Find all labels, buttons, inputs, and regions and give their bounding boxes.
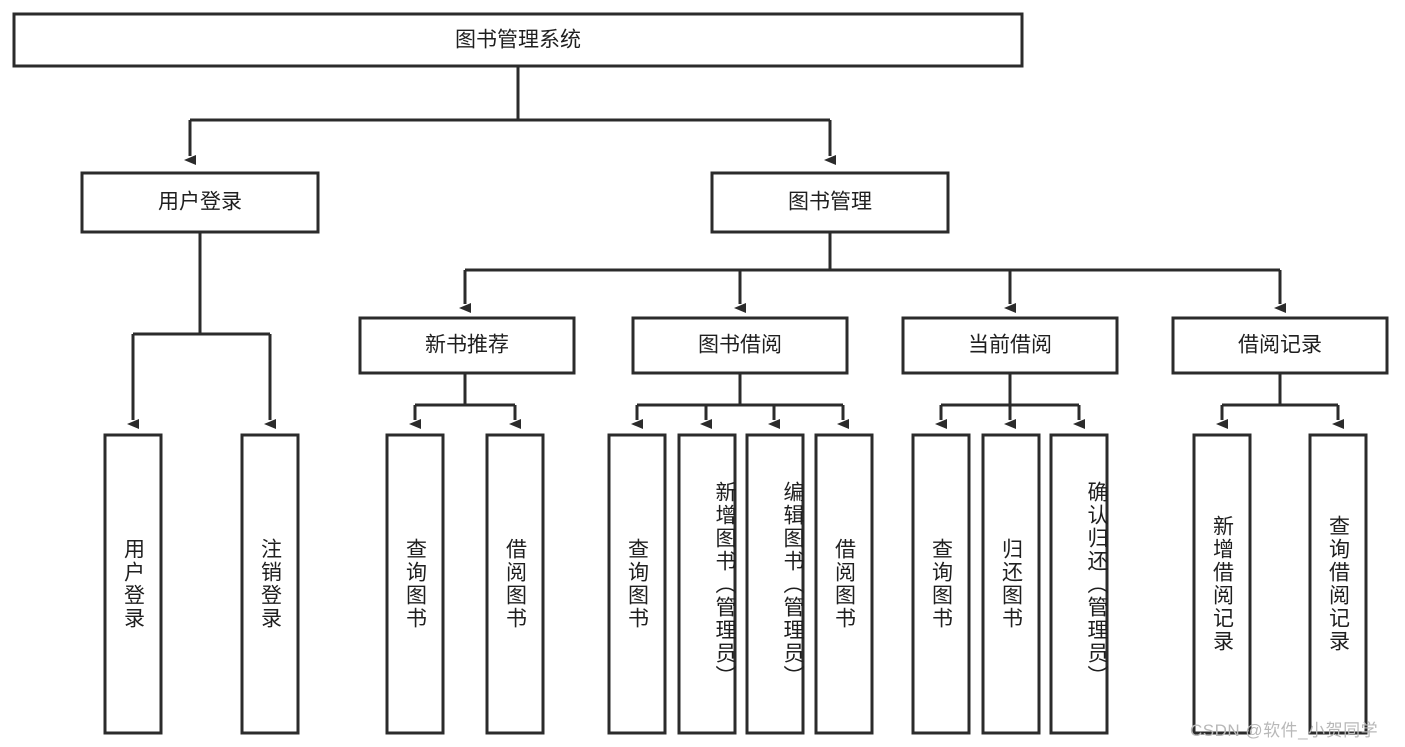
node-leaf-query-record-rect[interactable] [1308, 433, 1368, 735]
connector-group-borrow [631, 373, 849, 429]
node-root-system-label: 图书管理系统 [455, 29, 581, 52]
connector-group-root [184, 66, 836, 165]
node-leaf-query-book-c-rect[interactable] [911, 433, 971, 735]
node-book-borrow-label: 图书借阅 [698, 334, 782, 357]
node-borrow-records-rect[interactable] [1171, 316, 1389, 375]
node-new-book-recommend-label: 新书推荐 [425, 334, 509, 357]
node-current-borrow[interactable]: 当前借阅 [901, 316, 1119, 375]
node-new-book-recommend[interactable]: 新书推荐 [358, 316, 576, 375]
node-book-management-rect[interactable] [710, 171, 950, 234]
node-book-management[interactable]: 图书管理 [710, 171, 950, 234]
node-leaf-edit-book-rect[interactable] [745, 433, 805, 735]
node-root-system-rect[interactable] [12, 12, 1024, 68]
node-current-borrow-rect[interactable] [901, 316, 1119, 375]
node-leaf-confirm-return-rect[interactable] [1049, 433, 1109, 735]
node-user-login-rect[interactable] [80, 171, 320, 234]
node-leaf-user-login-rect[interactable] [103, 433, 163, 735]
csdn-watermark: CSDN @软件_小贺同学 [1190, 721, 1379, 740]
node-leaf-query-book-b-rect[interactable] [607, 433, 667, 735]
connector-group-newbook [409, 373, 521, 429]
node-leaf-return-book-rect[interactable] [981, 433, 1041, 735]
node-leaf-borrow-book-b-rect[interactable] [814, 433, 874, 735]
connector-group-records [1216, 373, 1344, 429]
node-new-book-recommend-rect[interactable] [358, 316, 576, 375]
connector-group-current [935, 373, 1085, 429]
node-user-login-label: 用户登录 [158, 191, 242, 214]
node-user-login[interactable]: 用户登录 [80, 171, 320, 234]
node-leaf-logout-rect[interactable] [240, 433, 300, 735]
node-book-management-label: 图书管理 [788, 191, 872, 214]
node-leaf-borrow-book-a-rect[interactable] [485, 433, 545, 735]
node-book-borrow-rect[interactable] [631, 316, 849, 375]
node-current-borrow-label: 当前借阅 [968, 334, 1052, 357]
node-root-system[interactable]: 图书管理系统 [12, 12, 1024, 68]
node-borrow-records-label: 借阅记录 [1238, 334, 1322, 357]
node-borrow-records[interactable]: 借阅记录 [1171, 316, 1389, 375]
node-book-borrow[interactable]: 图书借阅 [631, 316, 849, 375]
connector-group-user-login [127, 232, 276, 429]
node-leaf-query-book-a-rect[interactable] [385, 433, 445, 735]
node-leaf-add-book-rect[interactable] [677, 433, 737, 735]
connector-group-book-mgmt [459, 232, 1286, 313]
node-leaf-add-record-rect[interactable] [1192, 433, 1252, 735]
